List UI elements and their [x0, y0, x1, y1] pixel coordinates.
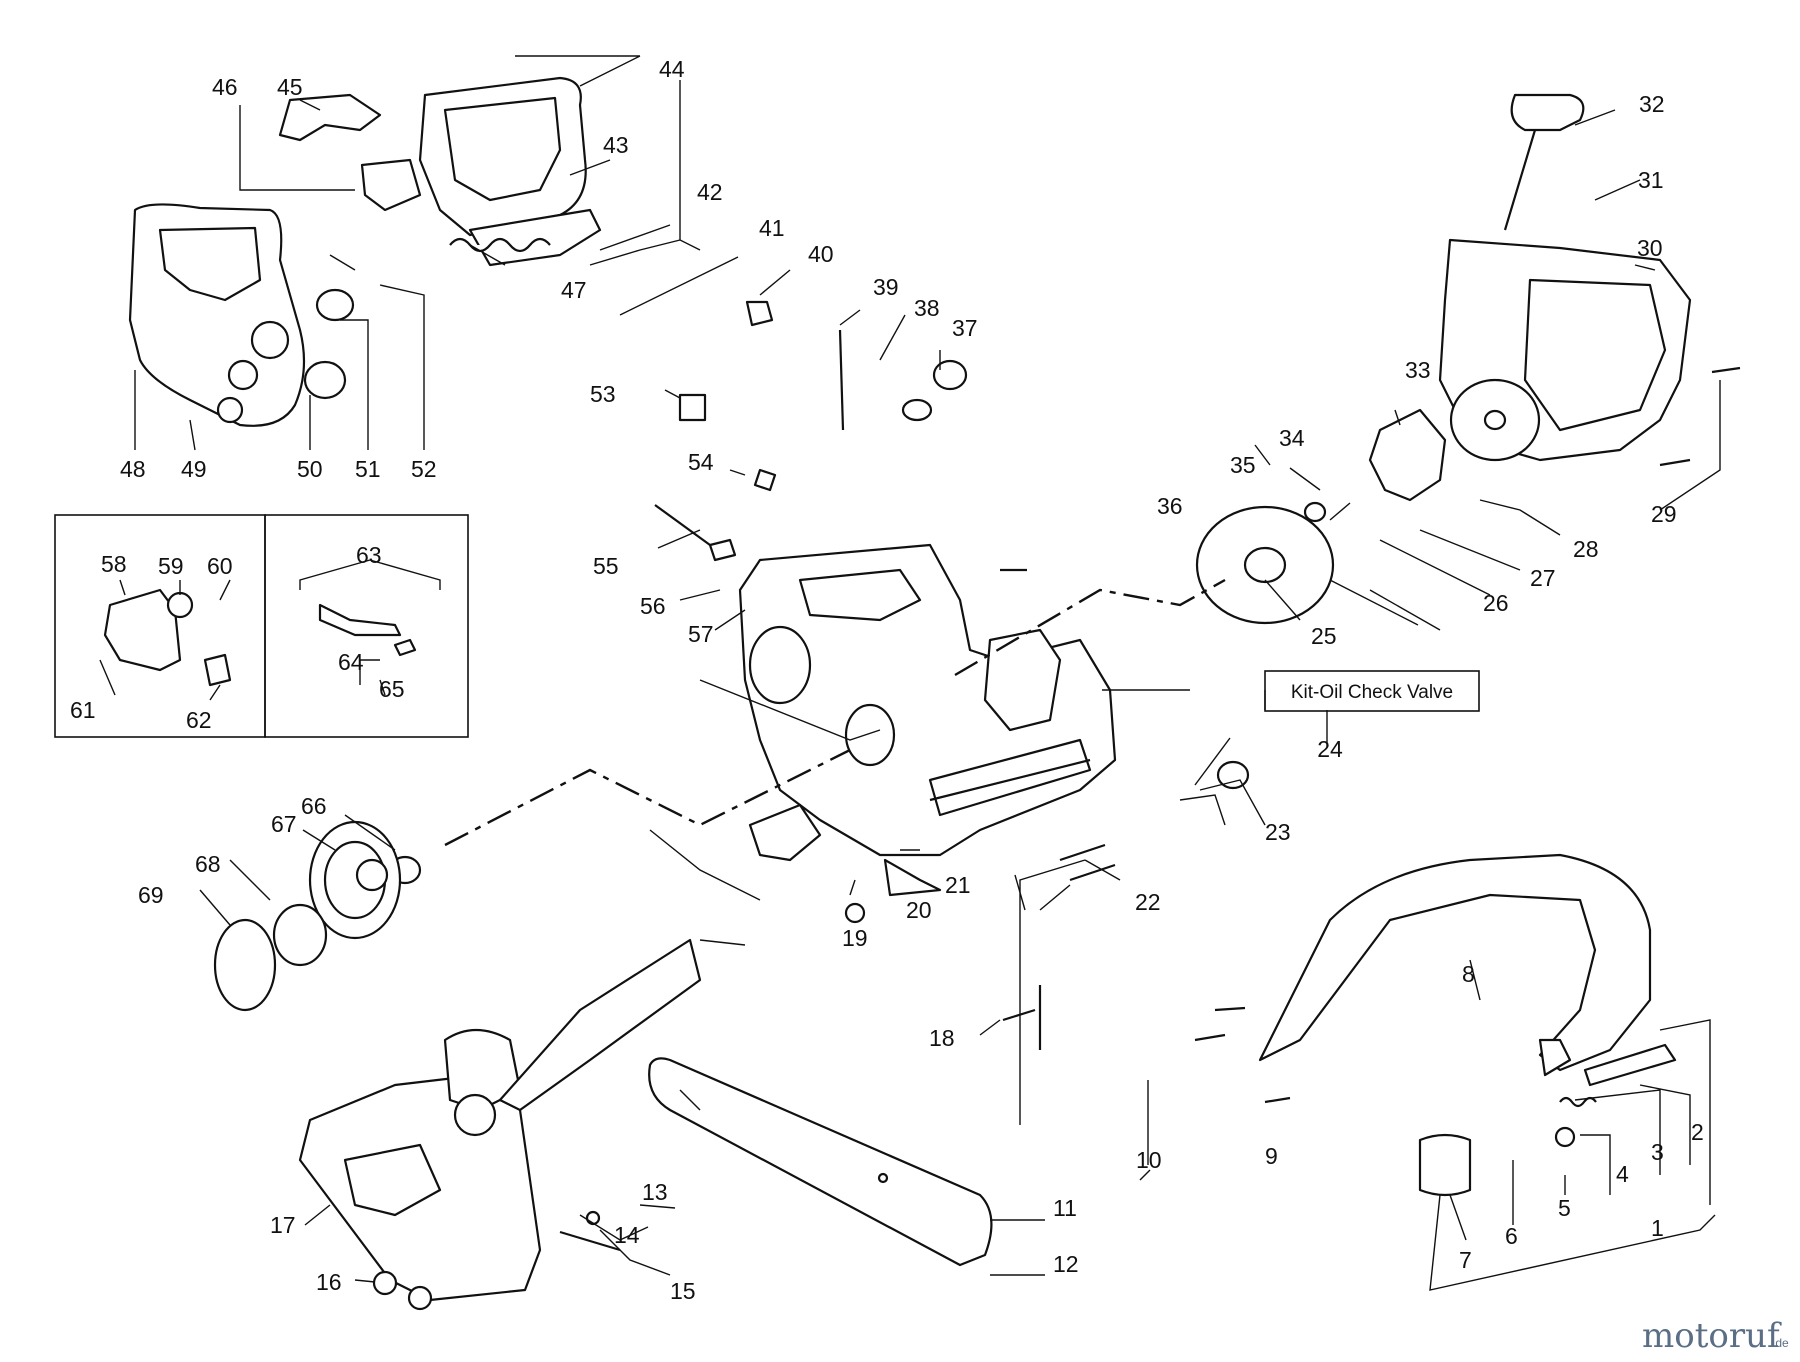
callout-61: 61	[70, 697, 96, 723]
callout-15: 15	[670, 1278, 696, 1304]
callout-1: 1	[1651, 1215, 1664, 1241]
callout-36: 36	[1157, 493, 1183, 519]
callout-13: 13	[642, 1179, 668, 1205]
front-handle-bar-drawing	[1258, 853, 1677, 1197]
callout-25: 25	[1311, 623, 1337, 649]
callout-37: 37	[952, 315, 978, 341]
callout-5: 5	[1558, 1195, 1571, 1221]
kit-label-text: Kit-Oil Check Valve	[1291, 682, 1453, 703]
callout-59: 59	[158, 553, 184, 579]
fan-drum-drawing	[1195, 501, 1335, 625]
kit-label: Kit-Oil Check Valve 24	[1264, 670, 1480, 762]
kit-number: 24	[1317, 736, 1343, 762]
callout-numbers: 1 2 3 4 5 6 7 8 9 10 11 12 13 14 15 16 1…	[70, 56, 1704, 1304]
callout-67: 67	[271, 811, 297, 837]
callout-29: 29	[1651, 501, 1677, 527]
callout-47: 47	[561, 277, 587, 303]
callout-52: 52	[411, 456, 437, 482]
callout-35: 35	[1230, 452, 1256, 478]
callout-62: 62	[186, 707, 212, 733]
callout-3: 3	[1651, 1139, 1664, 1165]
callout-40: 40	[808, 241, 834, 267]
callout-64: 64	[338, 649, 364, 675]
fasteners-drawing	[372, 300, 1741, 1311]
callout-68: 68	[195, 851, 221, 877]
callout-51: 51	[355, 456, 381, 482]
callout-49: 49	[181, 456, 207, 482]
callout-57: 57	[688, 621, 714, 647]
callout-48: 48	[120, 456, 146, 482]
callout-43: 43	[603, 132, 629, 158]
callout-18: 18	[929, 1025, 955, 1051]
callout-46: 46	[212, 74, 238, 100]
callout-53: 53	[590, 381, 616, 407]
watermark: motoruf .de	[1642, 1316, 1789, 1356]
callout-54: 54	[688, 449, 714, 475]
callout-4: 4	[1616, 1161, 1629, 1187]
callout-12: 12	[1053, 1251, 1079, 1277]
callout-6: 6	[1505, 1223, 1518, 1249]
front-grip-drawing	[128, 203, 306, 427]
callout-32: 32	[1639, 91, 1665, 117]
inset-parts-drawing	[103, 588, 417, 687]
sprocket-cover-drawing	[298, 938, 702, 1302]
callout-45: 45	[277, 74, 303, 100]
callout-66: 66	[301, 793, 327, 819]
callout-42: 42	[697, 179, 723, 205]
callout-23: 23	[1265, 819, 1291, 845]
callout-31: 31	[1638, 167, 1664, 193]
callout-38: 38	[914, 295, 940, 321]
callout-60: 60	[207, 553, 233, 579]
callout-20: 20	[906, 897, 932, 923]
callout-14: 14	[614, 1222, 640, 1248]
callout-55: 55	[593, 553, 619, 579]
callout-17: 17	[270, 1212, 296, 1238]
callout-16: 16	[316, 1269, 342, 1295]
callout-33: 33	[1405, 357, 1431, 383]
callout-44: 44	[659, 56, 685, 82]
callout-27: 27	[1530, 565, 1556, 591]
callout-19: 19	[842, 925, 868, 951]
callout-34: 34	[1279, 425, 1305, 451]
callout-50: 50	[297, 456, 323, 482]
callout-9: 9	[1265, 1143, 1278, 1169]
callout-63: 63	[356, 542, 382, 568]
rear-handle-drawing	[278, 76, 602, 267]
centre-lines	[444, 578, 1226, 847]
callout-41: 41	[759, 215, 785, 241]
callout-7: 7	[1459, 1247, 1472, 1273]
callout-22: 22	[1135, 889, 1161, 915]
callout-69: 69	[138, 882, 164, 908]
watermark-brand: motoruf	[1642, 1316, 1782, 1356]
callout-10: 10	[1136, 1147, 1162, 1173]
clutch-drawing	[213, 820, 422, 1012]
callout-58: 58	[101, 551, 127, 577]
callout-8: 8	[1462, 961, 1475, 987]
crankcase-drawing	[738, 543, 1117, 857]
callout-26: 26	[1483, 590, 1509, 616]
callout-2: 2	[1691, 1119, 1704, 1145]
callout-56: 56	[640, 593, 666, 619]
callout-21: 21	[945, 872, 971, 898]
callout-65: 65	[379, 676, 405, 702]
callout-28: 28	[1573, 536, 1599, 562]
callout-30: 30	[1637, 235, 1663, 261]
leader-lines	[99, 55, 1721, 1291]
inset-box-63-65	[264, 514, 469, 738]
callout-11: 11	[1053, 1195, 1077, 1221]
callout-39: 39	[873, 274, 899, 300]
watermark-suffix: .de	[1772, 1336, 1789, 1350]
guide-bar-drawing	[648, 1057, 993, 1267]
pulley-drawing	[1368, 378, 1541, 502]
